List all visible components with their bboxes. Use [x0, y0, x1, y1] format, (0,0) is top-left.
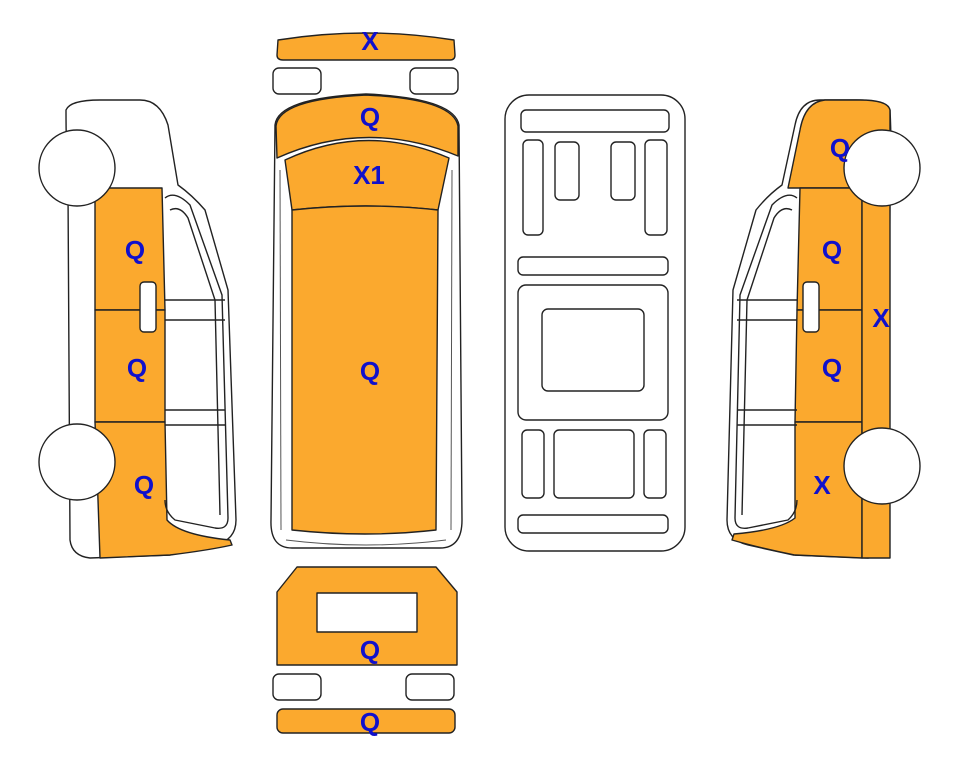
label-left-rear-quarter: Q: [134, 470, 154, 500]
right-rear-quarter-panel[interactable]: [731, 421, 863, 559]
underside-view: [504, 94, 686, 552]
rear-bumper-panel[interactable]: [276, 708, 456, 734]
right-door-handle: [802, 281, 820, 333]
label-left-front-door: Q: [125, 235, 145, 265]
label-hood: Q: [360, 102, 380, 132]
damage-labels: X Q X1 Q Q Q Q Q Q Q Q X Q X: [125, 26, 890, 737]
right-front-wheel: [843, 129, 921, 207]
right-taillight: [405, 673, 455, 701]
hood-panel[interactable]: [275, 94, 459, 159]
label-left-rear-door: Q: [127, 353, 147, 383]
left-front-wheel: [38, 129, 116, 207]
top-view-rear: [272, 566, 458, 734]
left-rear-wheel: [38, 423, 116, 501]
left-headlight: [272, 67, 322, 95]
right-side-view: [726, 99, 921, 559]
label-roof: Q: [360, 356, 380, 386]
right-headlight: [409, 67, 459, 95]
label-right-rear-door: Q: [822, 353, 842, 383]
label-tailgate: Q: [360, 635, 380, 665]
label-front-bumper: X: [361, 26, 379, 56]
right-rear-wheel: [843, 427, 921, 505]
front-bumper-panel[interactable]: [276, 32, 456, 61]
top-view-body: [270, 93, 463, 549]
label-right-rocker: X: [872, 303, 890, 333]
left-rear-quarter-panel[interactable]: [94, 421, 233, 559]
left-door-handle: [139, 281, 157, 333]
left-side-view: [38, 99, 237, 559]
roof-panel[interactable]: [291, 205, 439, 535]
label-windshield: X1: [353, 160, 385, 190]
left-taillight: [272, 673, 322, 701]
top-view-front: [272, 32, 459, 95]
label-rear-bumper: Q: [360, 707, 380, 737]
rear-window: [316, 592, 418, 633]
label-right-front-fender: Q: [830, 133, 850, 163]
label-right-front-door: Q: [822, 235, 842, 265]
label-right-rear-quarter: X: [813, 470, 831, 500]
